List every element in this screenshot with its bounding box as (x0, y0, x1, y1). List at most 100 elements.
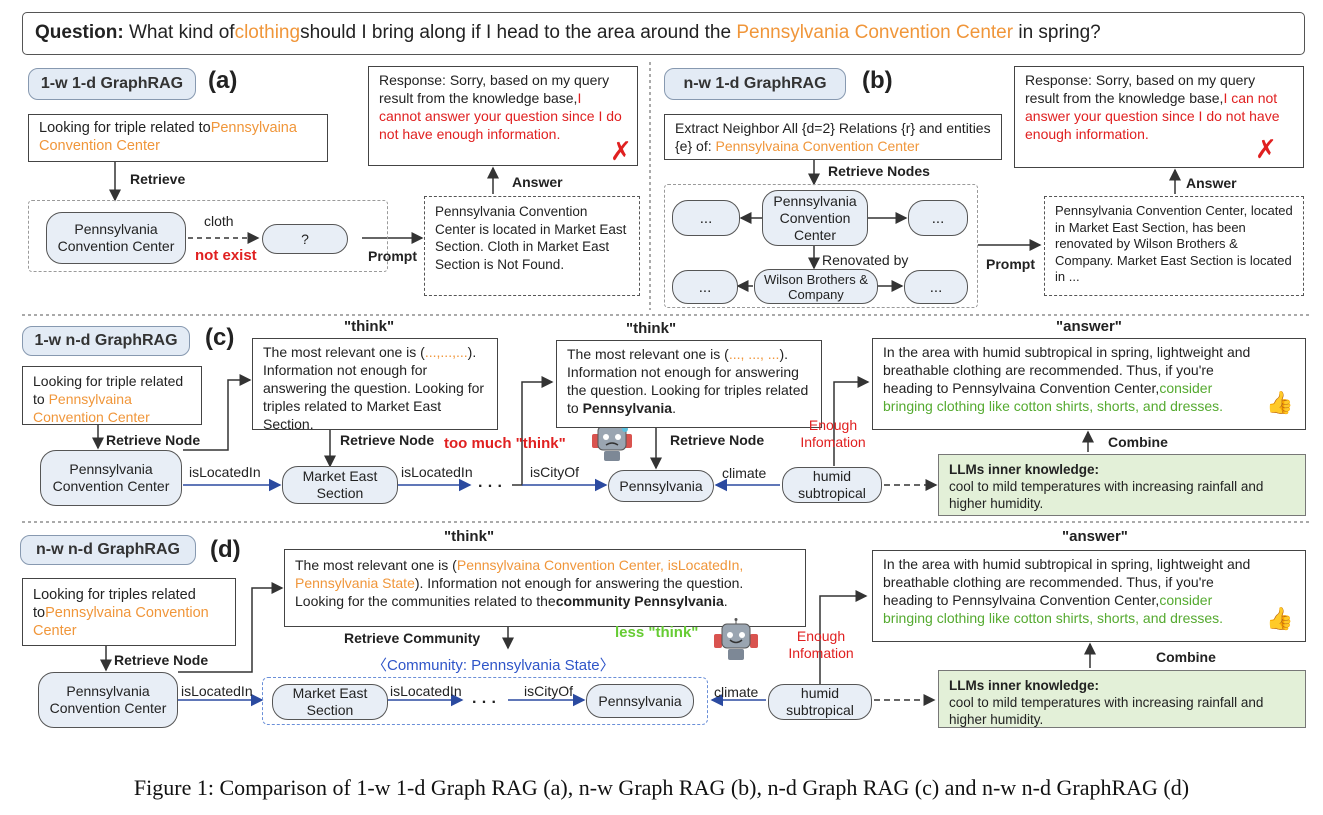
d-retrieve-node-label: Retrieve Node (114, 652, 209, 668)
letter-c: (c) (205, 324, 235, 351)
a-not-exist-label: not exist (195, 247, 257, 264)
a-edge-cloth: cloth (204, 213, 234, 229)
d-retrieve-community-label: Retrieve Community (344, 630, 481, 646)
d-edge-climate: climate (714, 684, 759, 700)
c-combine-label: Combine (1108, 434, 1168, 450)
a-lookup-box: Looking for triple related toPennsylvain… (28, 114, 328, 162)
question-part3: in spring? (1013, 22, 1101, 43)
d-node-market: Market East Section (272, 684, 388, 720)
d-think-heading: "think" (444, 528, 495, 545)
question-highlight-clothing: clothing (234, 22, 301, 43)
a-lookup-entity: Pennsylvaina Convention Center (39, 120, 297, 154)
c-lookup-entity: Pennsylvaina Convention Center (33, 391, 150, 425)
question-part2: should I bring along if I head to the ar… (300, 22, 737, 43)
a-lookup-prefix: Looking for triple related to (39, 120, 211, 136)
question-box: Question: What kind ofclothingshould I b… (22, 12, 1305, 55)
tag-1w1d: 1-w 1-d GraphRAG (28, 68, 196, 100)
c-think2-a: The most relevant one is ( (567, 346, 729, 362)
c-retrieve-node-label-3: Retrieve Node (670, 432, 765, 448)
d-edge-located-in-1: isLocatedIn (181, 683, 253, 699)
c-think2-hl: ..., ..., ... (728, 346, 780, 362)
a-answer-label: Answer (512, 174, 563, 190)
a-cross-icon: ✗ (610, 136, 632, 166)
b-retrieve-nodes-label: Retrieve Nodes (828, 163, 930, 179)
b-extract-entity: Pennsylvaina Convention Center (715, 138, 920, 154)
question-part1: What kind of (128, 22, 235, 43)
c-lookup-prefix: Looking for triple related to (33, 373, 184, 407)
letter-a: (a) (208, 67, 238, 94)
c-thumbs-up-icon: 👍 (1266, 390, 1294, 415)
c-think2-box: The most relevant one is (..., ..., ...)… (556, 340, 822, 428)
b-cross-icon: ✗ (1255, 134, 1277, 164)
d-lookup-prefix: Looking for triples related to (33, 587, 196, 621)
b-response-red: I can not answer your question since I d… (1025, 90, 1280, 142)
b-node-dots-4: ... (904, 270, 968, 304)
c-enough-information: Enough Infomation (800, 417, 866, 450)
b-node-dots-2: ... (908, 200, 968, 236)
a-prompt-label: Prompt (368, 248, 417, 264)
d-think-box: The most relevant one is (Pennsylvaina C… (284, 549, 806, 627)
c-llm-title: LLMs inner knowledge: (949, 462, 1100, 477)
tag-1wnd: 1-w n-d GraphRAG (22, 326, 190, 356)
c-lookup-box: Looking for triple related to Pennsylvai… (22, 366, 202, 425)
tag-nw1d: n-w 1-d GraphRAG (664, 68, 846, 100)
c-retrieve-node-label-2: Retrieve Node (340, 432, 435, 448)
d-llm-text: cool to mild temperatures with increasin… (949, 695, 1264, 727)
d-lookup-entity: Pennsylvaina Convention Center (33, 605, 209, 639)
d-node-pcc: Pennsylvania Convention Center (38, 672, 178, 728)
figure-caption: Figure 1: Comparison of 1-w 1-d Graph RA… (133, 775, 1190, 800)
b-node-wilson: Wilson Brothers & Company (754, 269, 878, 304)
c-think2-end: . (672, 400, 676, 416)
a-response-red: I cannot answer your question since I do… (379, 90, 622, 142)
c-edge-located-in-1: isLocatedIn (189, 464, 261, 480)
question-highlight-pcc: Pennsylvania Convention Center (736, 22, 1014, 43)
d-combine-label: Combine (1156, 649, 1216, 665)
c-node-pennsylvania: Pennsylvania (608, 470, 714, 502)
question-label: Question: (35, 22, 124, 43)
c-answer-box: In the area with humid subtropical in sp… (872, 338, 1306, 430)
a-response-box: Response: Sorry, based on my query resul… (368, 66, 638, 166)
b-context-box: Pennsylvania Convention Center, located … (1044, 196, 1304, 296)
c-retrieve-node-label: Retrieve Node (106, 432, 201, 448)
d-edge-city-of: isCityOf (524, 683, 573, 699)
a-graph-region (28, 200, 388, 272)
c-think1-heading: "think" (344, 318, 395, 335)
b-extract-prefix: Extract Neighbor All {d=2} Relations {r}… (675, 120, 991, 154)
c-think1-box: The most relevant one is (...,...,...). … (252, 338, 498, 432)
b-node-dots-3: ... (672, 270, 738, 304)
a-node-pcc: Pennsylvania Convention Center (46, 212, 186, 264)
d-llm-knowledge-box: LLMs inner knowledge: cool to mild tempe… (938, 670, 1306, 728)
b-prompt-label: Prompt (986, 256, 1035, 272)
c-think2-bold: Pennsylvania (582, 400, 673, 416)
d-answer-box: In the area with humid subtropical in sp… (872, 550, 1306, 642)
a-node-unknown: ? (262, 224, 348, 254)
a-retrieve-label: Retrieve (130, 171, 186, 187)
c-think1-a: The most relevant one is ( (263, 344, 425, 360)
b-node-dots-1: ... (672, 200, 740, 236)
c-llm-knowledge-box: LLMs inner knowledge: cool to mild tempe… (938, 454, 1306, 516)
c-edge-located-in-2: isLocatedIn (401, 464, 473, 480)
b-response-box: Response: Sorry, based on my query resul… (1014, 66, 1304, 168)
d-think-hl: Pennsylvaina Convention Center, isLocate… (295, 557, 744, 591)
c-llm-text: cool to mild temperatures with increasin… (949, 479, 1264, 511)
c-answer-green: consider bringing clothing like cotton s… (883, 380, 1224, 414)
c-think2-heading: "think" (626, 320, 677, 337)
d-edge-located-in-2: isLocatedIn (390, 683, 462, 699)
d-think-a: The most relevant one is ( (295, 557, 457, 573)
b-graph-region (664, 184, 978, 308)
robot-sad-icon (588, 420, 636, 464)
c-ellipsis: · · · (478, 478, 503, 495)
d-community-label: 〈Community: Pennsylvania State〉 (372, 657, 615, 674)
d-answer-green: consider bringing clothing like cotton s… (883, 592, 1224, 626)
c-too-much-think: too much "think" (444, 435, 566, 452)
c-think1-b: ). Information not enough for answering … (263, 344, 485, 432)
d-less-think: less "think" (615, 624, 699, 641)
letter-d: (d) (210, 536, 241, 563)
d-enough-information: Enough Infomation (788, 628, 854, 661)
d-thumbs-up-icon: 👍 (1266, 606, 1294, 631)
robot-happy-icon (712, 618, 760, 664)
d-think-b: ). Information not enough for answering … (295, 575, 744, 609)
d-answer-heading: "answer" (1062, 528, 1128, 545)
c-answer-heading: "answer" (1056, 318, 1122, 335)
